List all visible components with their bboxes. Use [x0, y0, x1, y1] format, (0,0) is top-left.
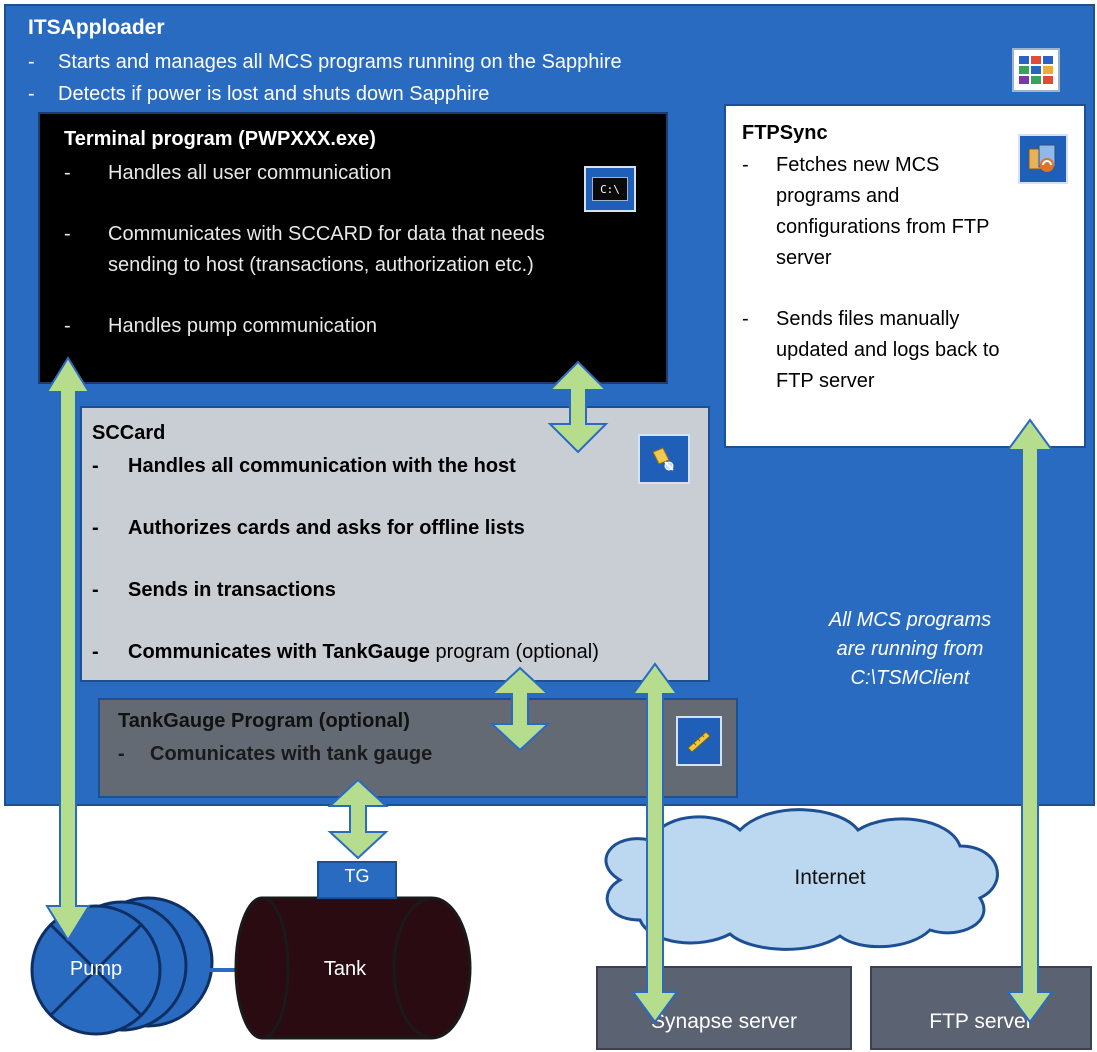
sccard-title: SCCard	[92, 422, 166, 444]
tank-label: Tank	[323, 958, 367, 980]
ftpsync-bullet-continued: updated and logs back to	[776, 339, 1000, 361]
note-line: are running from	[836, 638, 984, 660]
ftpsync-bullet-continued: server	[776, 247, 832, 269]
ftpsync-bullet-continued: programs and	[776, 185, 900, 207]
ftpsync-bullet-continued: configurations from FTP	[776, 216, 990, 238]
ftp-server-label: FTP server	[929, 1010, 1033, 1033]
tankgauge-bullet: -Comunicates with tank gauge	[118, 743, 433, 765]
pump-label: Pump	[69, 958, 123, 980]
tankgauge-title: TankGauge Program (optional)	[118, 710, 410, 732]
sccard-bullet: -Authorizes cards and asks for offline l…	[92, 517, 525, 539]
itsapploader-bullets: -Starts and manages all MCS programs run…	[28, 46, 928, 110]
internet-cloud-icon	[604, 808, 999, 951]
mcs-location-note: All MCS programs are running from C:\TSM…	[780, 606, 1040, 693]
synapse-server-label: Synapse server	[651, 1010, 797, 1033]
itsapploader-bullet: -Detects if power is lost and shuts down…	[28, 83, 490, 105]
sccard-bullet: -Handles all communication with the host	[92, 455, 516, 477]
terminal-bullet: -Communicates with SCCARD for data that …	[64, 223, 545, 245]
terminal-program-box: Terminal program (PWPXXX.exe) -Handles a…	[38, 112, 668, 384]
grid-app-icon	[1012, 48, 1060, 92]
note-line: All MCS programs	[828, 609, 992, 631]
tankgauge-bullets: -Comunicates with tank gauge	[118, 738, 718, 770]
tg-box	[317, 861, 397, 899]
sccard-bullet: -Sends in transactions	[92, 579, 336, 601]
ftp-server-box: FTP server	[870, 966, 1092, 1050]
sccard-bullets: -Handles all communication with the host…	[92, 450, 712, 668]
note-line: C:\TSMClient	[850, 667, 970, 689]
console-icon: C:\	[584, 166, 636, 212]
internet-label: Internet	[794, 866, 866, 889]
terminal-bullet: -Handles pump communication	[64, 315, 378, 337]
synapse-server-box: Synapse server	[596, 966, 852, 1050]
ruler-icon	[676, 716, 722, 766]
tg-label: TG	[344, 866, 370, 886]
sync-icon	[1018, 134, 1068, 184]
ftpsync-box: FTPSync -Fetches new MCS programs and co…	[724, 104, 1086, 448]
terminal-bullet: -Handles all user communication	[64, 162, 392, 184]
terminal-bullet-continued: sending to host (transactions, authoriza…	[108, 254, 534, 276]
card-key-icon	[638, 434, 690, 484]
terminal-title: Terminal program (PWPXXX.exe)	[64, 128, 376, 150]
ftpsync-bullet: -Fetches new MCS	[742, 154, 940, 176]
terminal-bullets: -Handles all user communication -Communi…	[64, 158, 664, 342]
ftpsync-title: FTPSync	[742, 122, 828, 144]
itsapploader-bullet: -Starts and manages all MCS programs run…	[28, 51, 622, 73]
ftpsync-bullets: -Fetches new MCS programs and configurat…	[742, 150, 1072, 397]
sccard-bullet: -Communicates with TankGauge program (op…	[92, 641, 599, 663]
tank-icon	[234, 896, 472, 1040]
itsapploader-title: ITSApploader	[28, 16, 165, 39]
ftpsync-bullet: -Sends files manually	[742, 308, 960, 330]
ftpsync-bullet-continued: FTP server	[776, 370, 875, 392]
